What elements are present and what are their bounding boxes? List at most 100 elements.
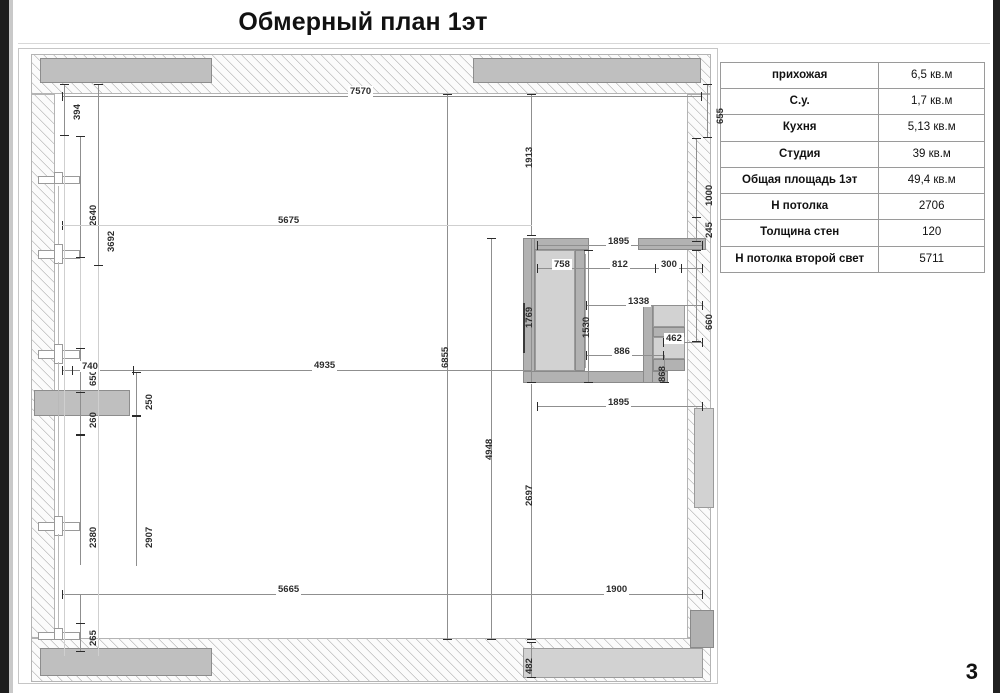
dim-tick [487,238,496,239]
dim-tick [132,416,141,417]
dim-tick [663,338,664,347]
partition-kitchen-left [643,305,653,383]
dimension-1530: 1530 [581,316,592,338]
dimension-2697: 2697 [524,484,535,506]
dimension-1895-top: 1895 [606,236,632,247]
dim-tick [94,84,103,85]
window-mullion-left-4 [58,534,59,628]
dim-tick [76,348,85,349]
dimension-4948: 4948 [484,438,495,460]
dimension-1900: 1900 [604,584,630,595]
dimension-4935: 4935 [312,360,338,371]
dim-tick [443,639,452,640]
dim-tick [681,264,682,273]
door-jamb-2 [585,254,586,368]
table-cell-key: Кухня [719,114,880,142]
dim-line-250 [136,372,137,416]
dimension-812: 812 [610,259,630,270]
dim-line-245 [696,218,697,242]
dim-tick [76,136,85,137]
table-cell-key: Толщина стен [719,219,880,247]
window-symbol-2 [38,344,80,364]
dim-line-1913 [531,94,532,236]
dim-tick [487,639,496,640]
wall-left [31,94,55,638]
table-row: Н потолка второй свет 5711 [719,245,985,273]
dimension-7570: 7570 [348,86,374,97]
wall-block-right-lower [690,610,714,648]
dimension-462: 462 [664,333,684,344]
dim-tick [537,402,538,411]
dim-tick [586,351,587,360]
dim-tick [692,138,701,139]
window-block-top-right [473,58,701,83]
dim-tick [584,382,593,383]
drawing-sheet: Обмерный план 1эт 3 прихожая 6,5 кв.м С.… [13,0,993,693]
dim-tick [76,434,85,435]
dimension-300: 300 [659,259,679,270]
dim-tick [527,382,536,383]
dim-tick [663,351,664,360]
table-cell-value: 5,13 кв.м [878,114,985,142]
dim-tick [702,264,703,273]
dim-line-868 [664,355,665,383]
dimension-3692: 3692 [106,230,117,252]
window-symbol-4 [38,628,80,642]
dim-tick [62,590,63,599]
dim-tick [703,137,712,138]
table-cell-key: Общая площадь 1эт [719,166,880,195]
window-symbol-1 [38,244,80,264]
table-row: Студия 39 кв.м [719,140,985,168]
partition-bath-right [575,250,585,371]
dim-tick [76,651,85,652]
dim-tick [527,639,536,640]
area-spec-table: прихожая 6,5 кв.м С.у. 1,7 кв.м Кухня 5,… [719,61,985,273]
kitchen-unit-1 [653,305,685,327]
dim-tick [76,435,85,436]
dimension-868: 868 [657,366,668,382]
table-row: прихожая 6,5 кв.м [719,61,985,90]
window-mullion-left [58,186,59,244]
dim-tick [76,392,85,393]
window-mullion-left-2 [58,262,59,344]
dim-tick [72,366,73,375]
dimension-394: 394 [72,104,83,120]
dim-line-7570 [62,96,702,97]
kitchen-unit-4 [653,359,685,371]
dimension-1769: 1769 [524,306,535,328]
extension-line [80,258,81,348]
extension-line [64,136,65,656]
dim-tick [537,264,538,273]
dim-tick [76,623,85,624]
table-cell-key: Н потолка [719,193,880,221]
dim-tick [702,301,703,310]
dim-line-1530 [588,250,589,383]
dim-tick [62,92,63,101]
dim-line-482 [531,642,532,678]
dim-tick [132,372,141,373]
table-row: Общая площадь 1эт 49,4 кв.м [719,166,985,195]
dim-tick [60,135,69,136]
dim-tick [62,366,63,375]
dimension-740: 740 [80,361,100,372]
dimension-250: 250 [144,394,155,410]
dim-tick [76,257,85,258]
table-cell-value: 6,5 кв.м [878,61,985,90]
dimension-1000: 1000 [704,184,715,206]
dim-tick [527,94,536,95]
table-cell-value: 5711 [878,245,985,273]
dim-tick [527,677,536,678]
table-cell-value: 120 [878,219,985,247]
extension-line [98,266,99,656]
window-block-bottom-left [40,648,212,676]
dimension-886: 886 [612,346,632,357]
dim-line-1000 [696,138,697,218]
dimension-655: 655 [715,108,726,124]
floor-plan-drawing: 7570 5675 4935 5665 1900 1895 [18,48,726,684]
scan-edge-left-inner [9,0,13,693]
dimension-5675: 5675 [276,215,302,226]
dim-tick [692,241,701,242]
wall-block-right-upper [694,408,714,508]
dimension-1338: 1338 [626,296,652,307]
dim-tick [660,382,669,383]
